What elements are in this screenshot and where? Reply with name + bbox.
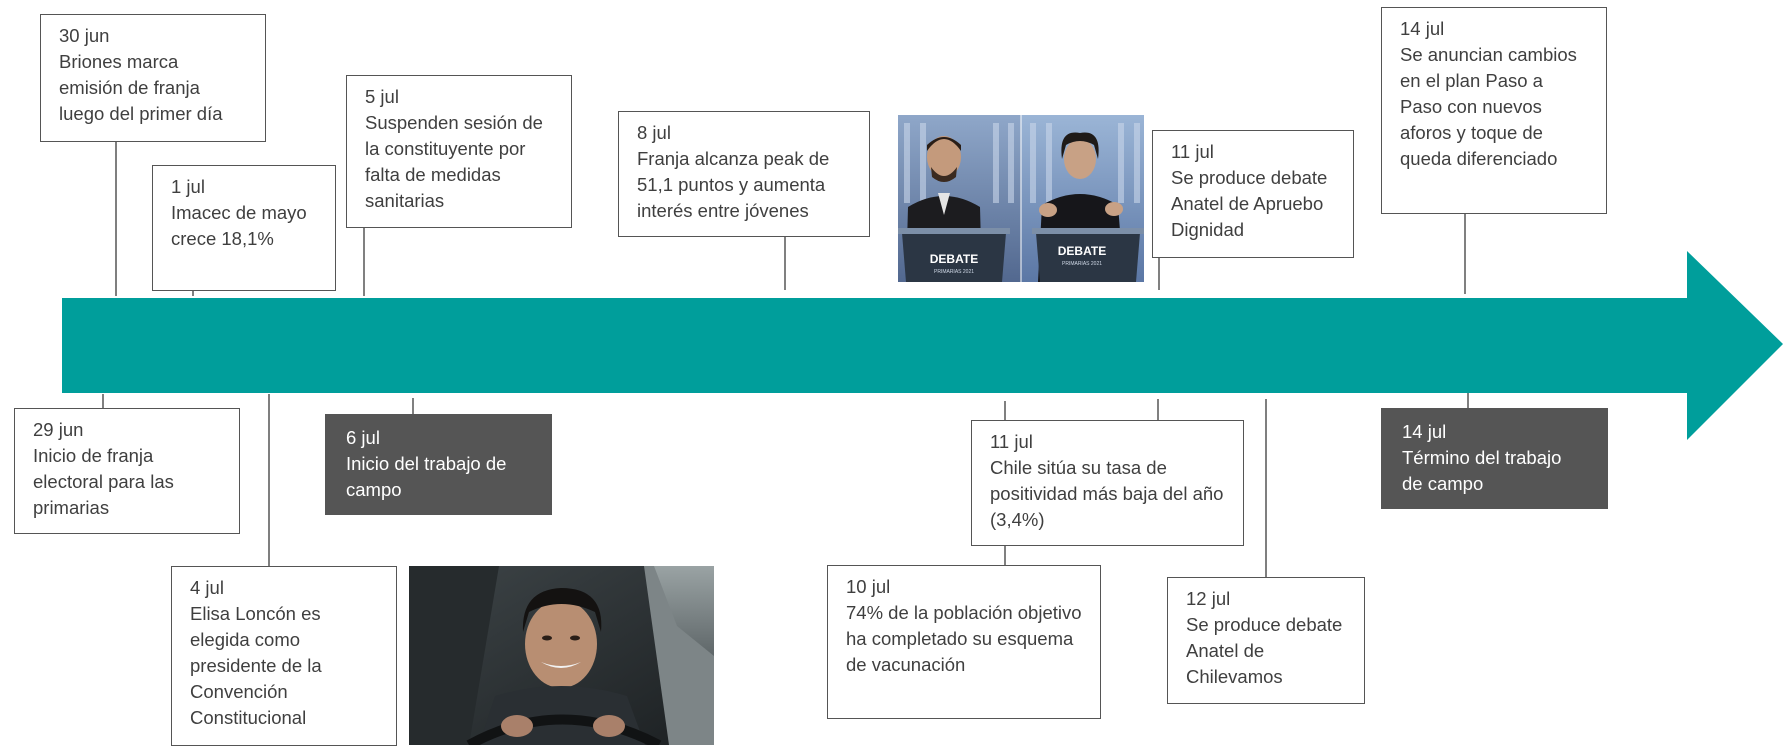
- event-text: Inicio del trabajo de campo: [346, 453, 507, 500]
- event-date: 1 jul: [171, 176, 205, 197]
- event-date: 14 jul: [1402, 421, 1447, 442]
- event-box-1jul: 1 jul Imacec de mayo crece 18,1%: [152, 165, 336, 291]
- event-box-11jul-a: 11 jul Se produce debate Anatel de Aprue…: [1152, 130, 1354, 258]
- event-text: Se produce debate Anatel de Chilevamos: [1186, 614, 1343, 687]
- event-box-6jul: 6 jul Inicio del trabajo de campo: [325, 414, 552, 515]
- event-text: Inicio de franja electoral para las prim…: [33, 445, 174, 518]
- debate-photo: DEBATE PRIMARIAS 2021 DEBATE PRIMARIAS 2…: [898, 115, 1144, 282]
- event-text: Briones marca emisión de franja luego de…: [59, 51, 223, 124]
- event-date: 4 jul: [190, 577, 224, 598]
- event-date: 29 jun: [33, 419, 84, 440]
- event-date: 30 jun: [59, 25, 110, 46]
- event-date: 12 jul: [1186, 588, 1231, 609]
- event-text: Suspenden sesión de la constituyente por…: [365, 112, 543, 211]
- event-date: 5 jul: [365, 86, 399, 107]
- podium-sublabel-left: PRIMARIAS 2021: [934, 269, 974, 275]
- event-box-5jul: 5 jul Suspenden sesión de la constituyen…: [346, 75, 572, 228]
- event-date: 8 jul: [637, 122, 671, 143]
- event-text: Término del trabajo de campo: [1402, 447, 1562, 494]
- event-box-14jul-a: 14 jul Se anuncian cambios en el plan Pa…: [1381, 7, 1607, 214]
- driver-photo: [409, 566, 714, 745]
- event-date: 11 jul: [1171, 141, 1214, 162]
- timeline-arrow: [62, 251, 1783, 440]
- event-text: Se produce debate Anatel de Apruebo Dign…: [1171, 167, 1328, 240]
- event-text: Chile sitúa su tasa de positividad más b…: [990, 457, 1224, 530]
- podium-sublabel-right: PRIMARIAS 2021: [1062, 261, 1102, 267]
- event-date: 11 jul: [990, 431, 1033, 452]
- podium-label-right: DEBATE: [1058, 244, 1106, 258]
- event-date: 10 jul: [846, 576, 891, 597]
- event-date: 6 jul: [346, 427, 380, 448]
- event-box-29jun: 29 jun Inicio de franja electoral para l…: [14, 408, 240, 534]
- event-box-30jun: 30 jun Briones marca emisión de franja l…: [40, 14, 266, 142]
- event-date: 14 jul: [1400, 18, 1445, 39]
- event-box-12jul: 12 jul Se produce debate Anatel de Chile…: [1167, 577, 1365, 704]
- event-text: Franja alcanza peak de 51,1 puntos y aum…: [637, 148, 830, 221]
- event-text: 74% de la población objetivo ha completa…: [846, 602, 1082, 675]
- event-box-11jul-b: 11 jul Chile sitúa su tasa de positivida…: [971, 420, 1244, 546]
- podium-label-left: DEBATE: [930, 252, 978, 266]
- event-box-4jul: 4 jul Elisa Loncón es elegida como presi…: [171, 566, 397, 746]
- event-box-14jul-b: 14 jul Término del trabajo de campo: [1381, 408, 1608, 509]
- event-box-10jul: 10 jul 74% de la población objetivo ha c…: [827, 565, 1101, 719]
- event-box-8jul: 8 jul Franja alcanza peak de 51,1 puntos…: [618, 111, 870, 237]
- event-text: Imacec de mayo crece 18,1%: [171, 202, 307, 249]
- event-text: Se anuncian cambios en el plan Paso a Pa…: [1400, 44, 1577, 169]
- event-text: Elisa Loncón es elegida como presidente …: [190, 603, 322, 728]
